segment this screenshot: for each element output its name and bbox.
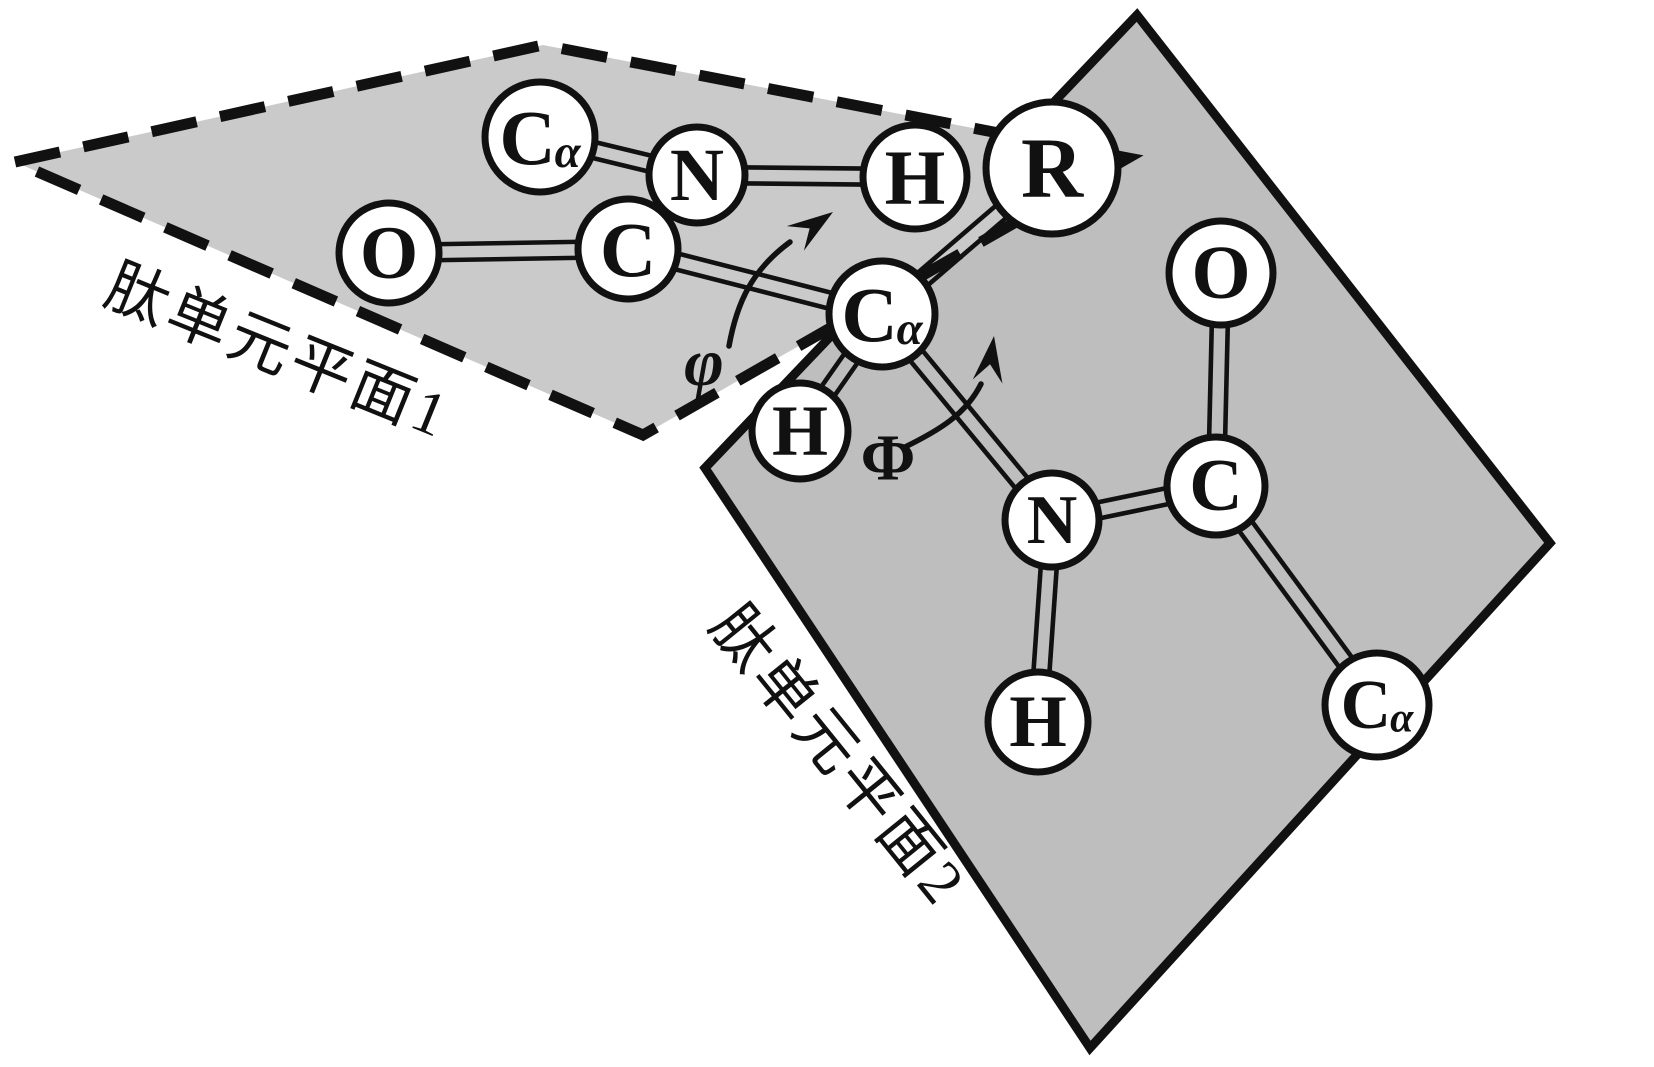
atom-symbol-N2: N [1027, 482, 1078, 559]
phi-arrowhead-icon [786, 212, 833, 251]
atom-symbol-C2: C [1189, 445, 1242, 527]
phi-arrow-arc [726, 239, 793, 349]
atom-symbol-H3: H [772, 391, 828, 471]
atom-H2: H [984, 668, 1092, 776]
atom-H3: H [748, 379, 852, 483]
atom-CaC: Cα [825, 257, 939, 371]
atom-O2: O [1165, 217, 1277, 329]
atom-O1: O [335, 199, 443, 307]
atom-circle-H2 [984, 668, 1092, 776]
Phi-arrowhead-icon [972, 336, 1003, 384]
phi-angle-arrow: φ [684, 212, 833, 400]
atom-Ca2: Cα [1321, 649, 1433, 761]
Phi-arrow-arc [900, 381, 984, 451]
atom-circle-O2 [1165, 217, 1277, 329]
atom-circle-R [982, 98, 1122, 238]
atom-symbol-C1: C [600, 206, 656, 293]
atom-circle-H1 [859, 121, 971, 233]
atom-circle-Ca1 [481, 78, 599, 196]
atom-circle-Ca2 [1321, 649, 1433, 761]
atom-circle-C1 [574, 195, 682, 303]
atom-symbol-O2: O [1191, 231, 1250, 315]
atom-N1: N [645, 123, 749, 227]
atom-Ca1: Cα [481, 78, 599, 196]
phi-angle-label: φ [684, 324, 724, 400]
atom-symbol-N1: N [670, 134, 724, 217]
atom-symbol-O1: O [360, 212, 418, 295]
Phi-angle-label: Φ [861, 422, 916, 495]
atom-symbol-H1: H [885, 134, 946, 221]
atom-circle-N1 [645, 123, 749, 227]
atom-circle-N2 [1001, 469, 1103, 571]
atom-H1: H [859, 121, 971, 233]
atom-C2: C [1163, 433, 1269, 539]
atom-symbol-R: R [1021, 120, 1084, 216]
atom-symbol-Ca1: Cα [499, 94, 581, 181]
atom-symbol-H2: H [1009, 681, 1067, 763]
atom-symbol-Ca2: Cα [1341, 667, 1415, 744]
Phi-angle-arrow: Φ [861, 336, 1003, 495]
atom-R: R [982, 98, 1122, 238]
atom-circle-C2 [1163, 433, 1269, 539]
atom-symbol-CaC: Cα [841, 271, 923, 358]
atom-N2: N [1001, 469, 1103, 571]
atom-circle-CaC [825, 257, 939, 371]
atom-circle-O1 [335, 199, 443, 307]
atom-circle-H3 [748, 379, 852, 483]
atom-C1: C [574, 195, 682, 303]
